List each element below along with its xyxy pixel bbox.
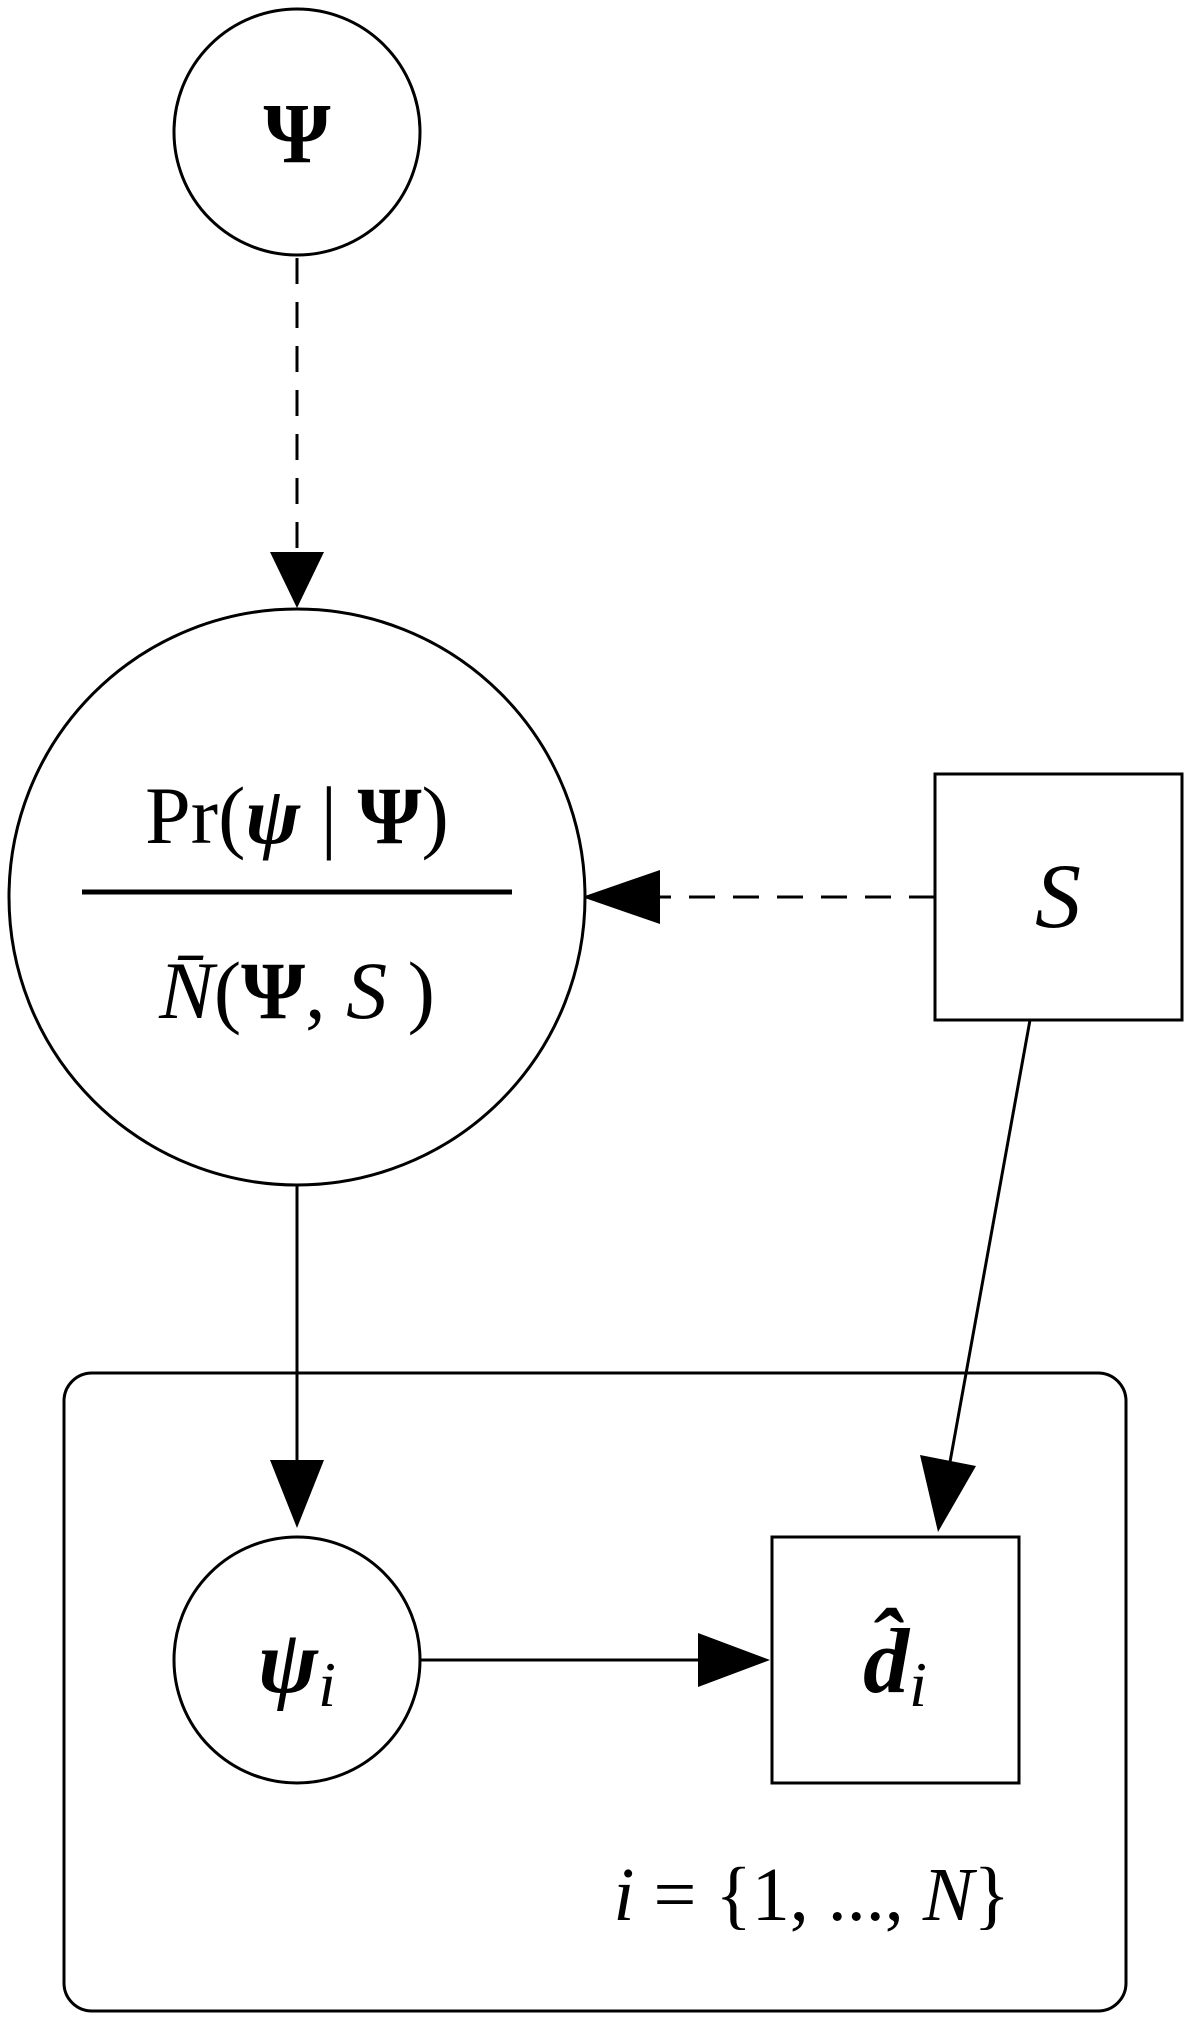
node-hyper xyxy=(172,7,422,257)
arrowhead-selection-to-prior xyxy=(582,870,660,924)
edge-selection-to-estimate xyxy=(948,1019,1032,1463)
node-selection xyxy=(933,772,1184,1022)
node-prior xyxy=(7,607,587,1187)
node-param-label: ψi xyxy=(258,1613,336,1720)
node-estimate xyxy=(770,1535,1021,1785)
node-estimate-label: d̂i xyxy=(863,1608,927,1720)
arrowhead-param-to-estimate xyxy=(698,1633,770,1687)
arrowhead-prior-to-param xyxy=(270,1460,324,1528)
prior-denominator: N̄(Ψ, S ) xyxy=(158,945,435,1036)
prior-numerator: Pr(ψ | Ψ) xyxy=(145,770,449,861)
arrowhead-selection-to-estimate xyxy=(920,1455,976,1532)
plate xyxy=(62,1371,1128,2013)
node-selection-label: S xyxy=(1035,845,1081,947)
node-hyper-label: Ψ xyxy=(263,85,330,181)
plate-label: i = {1, ..., N} xyxy=(613,1853,1010,1937)
arrowhead-hyper-to-prior xyxy=(270,552,324,608)
node-param xyxy=(172,1535,422,1785)
